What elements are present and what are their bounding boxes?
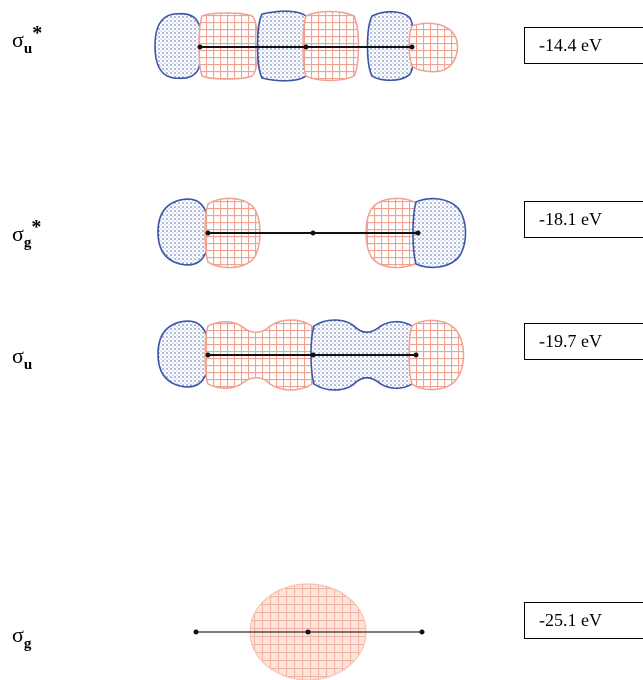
atom-right [409,44,415,50]
symmetry-subscript: u [23,357,33,373]
orbital-lobes-sigma-u-star [154,10,459,82]
atom-left [205,352,211,358]
sigma-symbol: σ [12,343,24,368]
mo-label: σg* [12,216,41,252]
lobe-negative [408,319,465,391]
energy-box: -14.4 eV [524,27,643,64]
antibonding-star: * [31,216,42,238]
symmetry-subscript: g [23,235,32,251]
orbital-lobes-sigma-u [157,319,465,391]
lobe-positive [256,10,310,82]
energy-box: -19.7 eV [524,323,643,360]
antibonding-star: * [32,22,43,44]
atom-center [303,44,309,50]
atom-right [413,352,419,358]
atom-left [205,230,211,236]
sigma-symbol: σ [12,622,24,647]
lobe-negative [408,22,459,73]
mo-label: σu [12,338,32,374]
sigma-symbol: σ [12,27,24,52]
mo-label: σu* [12,22,42,58]
lobe-positive [154,12,203,80]
lobe-positive [157,320,211,388]
atom-right [419,629,425,635]
orbital-lobes-sigma-g-star [157,197,467,269]
lobe-positive [157,198,211,266]
energy-box: -25.1 eV [524,602,643,639]
atom-right [415,230,421,236]
atom-left [197,44,203,50]
mo-label: σg [12,617,31,653]
sigma-symbol: σ [12,221,24,246]
symmetry-subscript: u [23,41,33,57]
atom-center [305,629,311,635]
atom-center [310,230,316,236]
symmetry-subscript: g [23,636,32,652]
energy-box: -18.1 eV [524,201,643,238]
atom-center [310,352,316,358]
lobe-positive [412,197,467,269]
atom-left [193,629,199,635]
orbital-lobes-sigma-g [193,583,425,680]
